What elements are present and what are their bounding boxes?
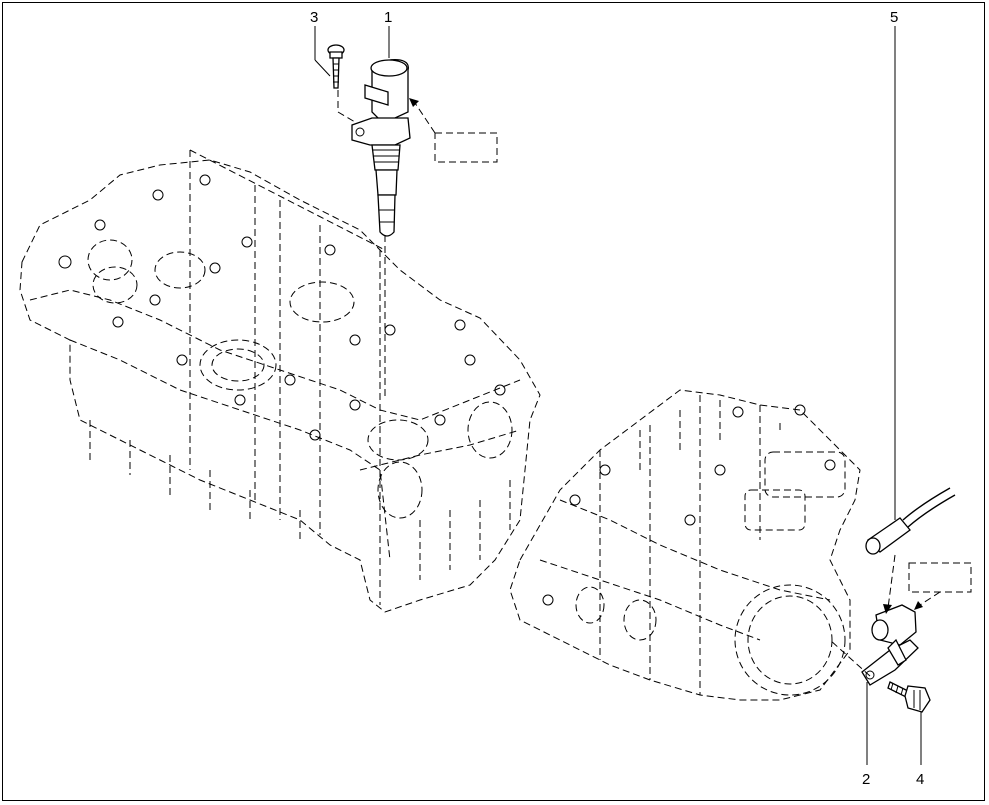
leader-lines [314, 26, 922, 765]
callout-3: 3 [310, 9, 318, 26]
connector-part [865, 487, 956, 555]
callout-1: 1 [384, 9, 392, 26]
ignition-coil-part [351, 59, 411, 237]
sensor-part [861, 604, 919, 686]
callout-5: 5 [890, 9, 898, 26]
callout-2: 2 [862, 771, 870, 788]
assembly-arrows [337, 90, 941, 677]
coil-bolt-part [327, 44, 345, 89]
reference-box-1 [434, 132, 498, 163]
cylinder-head-ghost [19, 149, 541, 613]
sensor-bolt-part [887, 681, 931, 713]
gearbox-ghost [509, 389, 861, 701]
callout-4: 4 [916, 771, 924, 788]
reference-box-2 [908, 562, 972, 593]
